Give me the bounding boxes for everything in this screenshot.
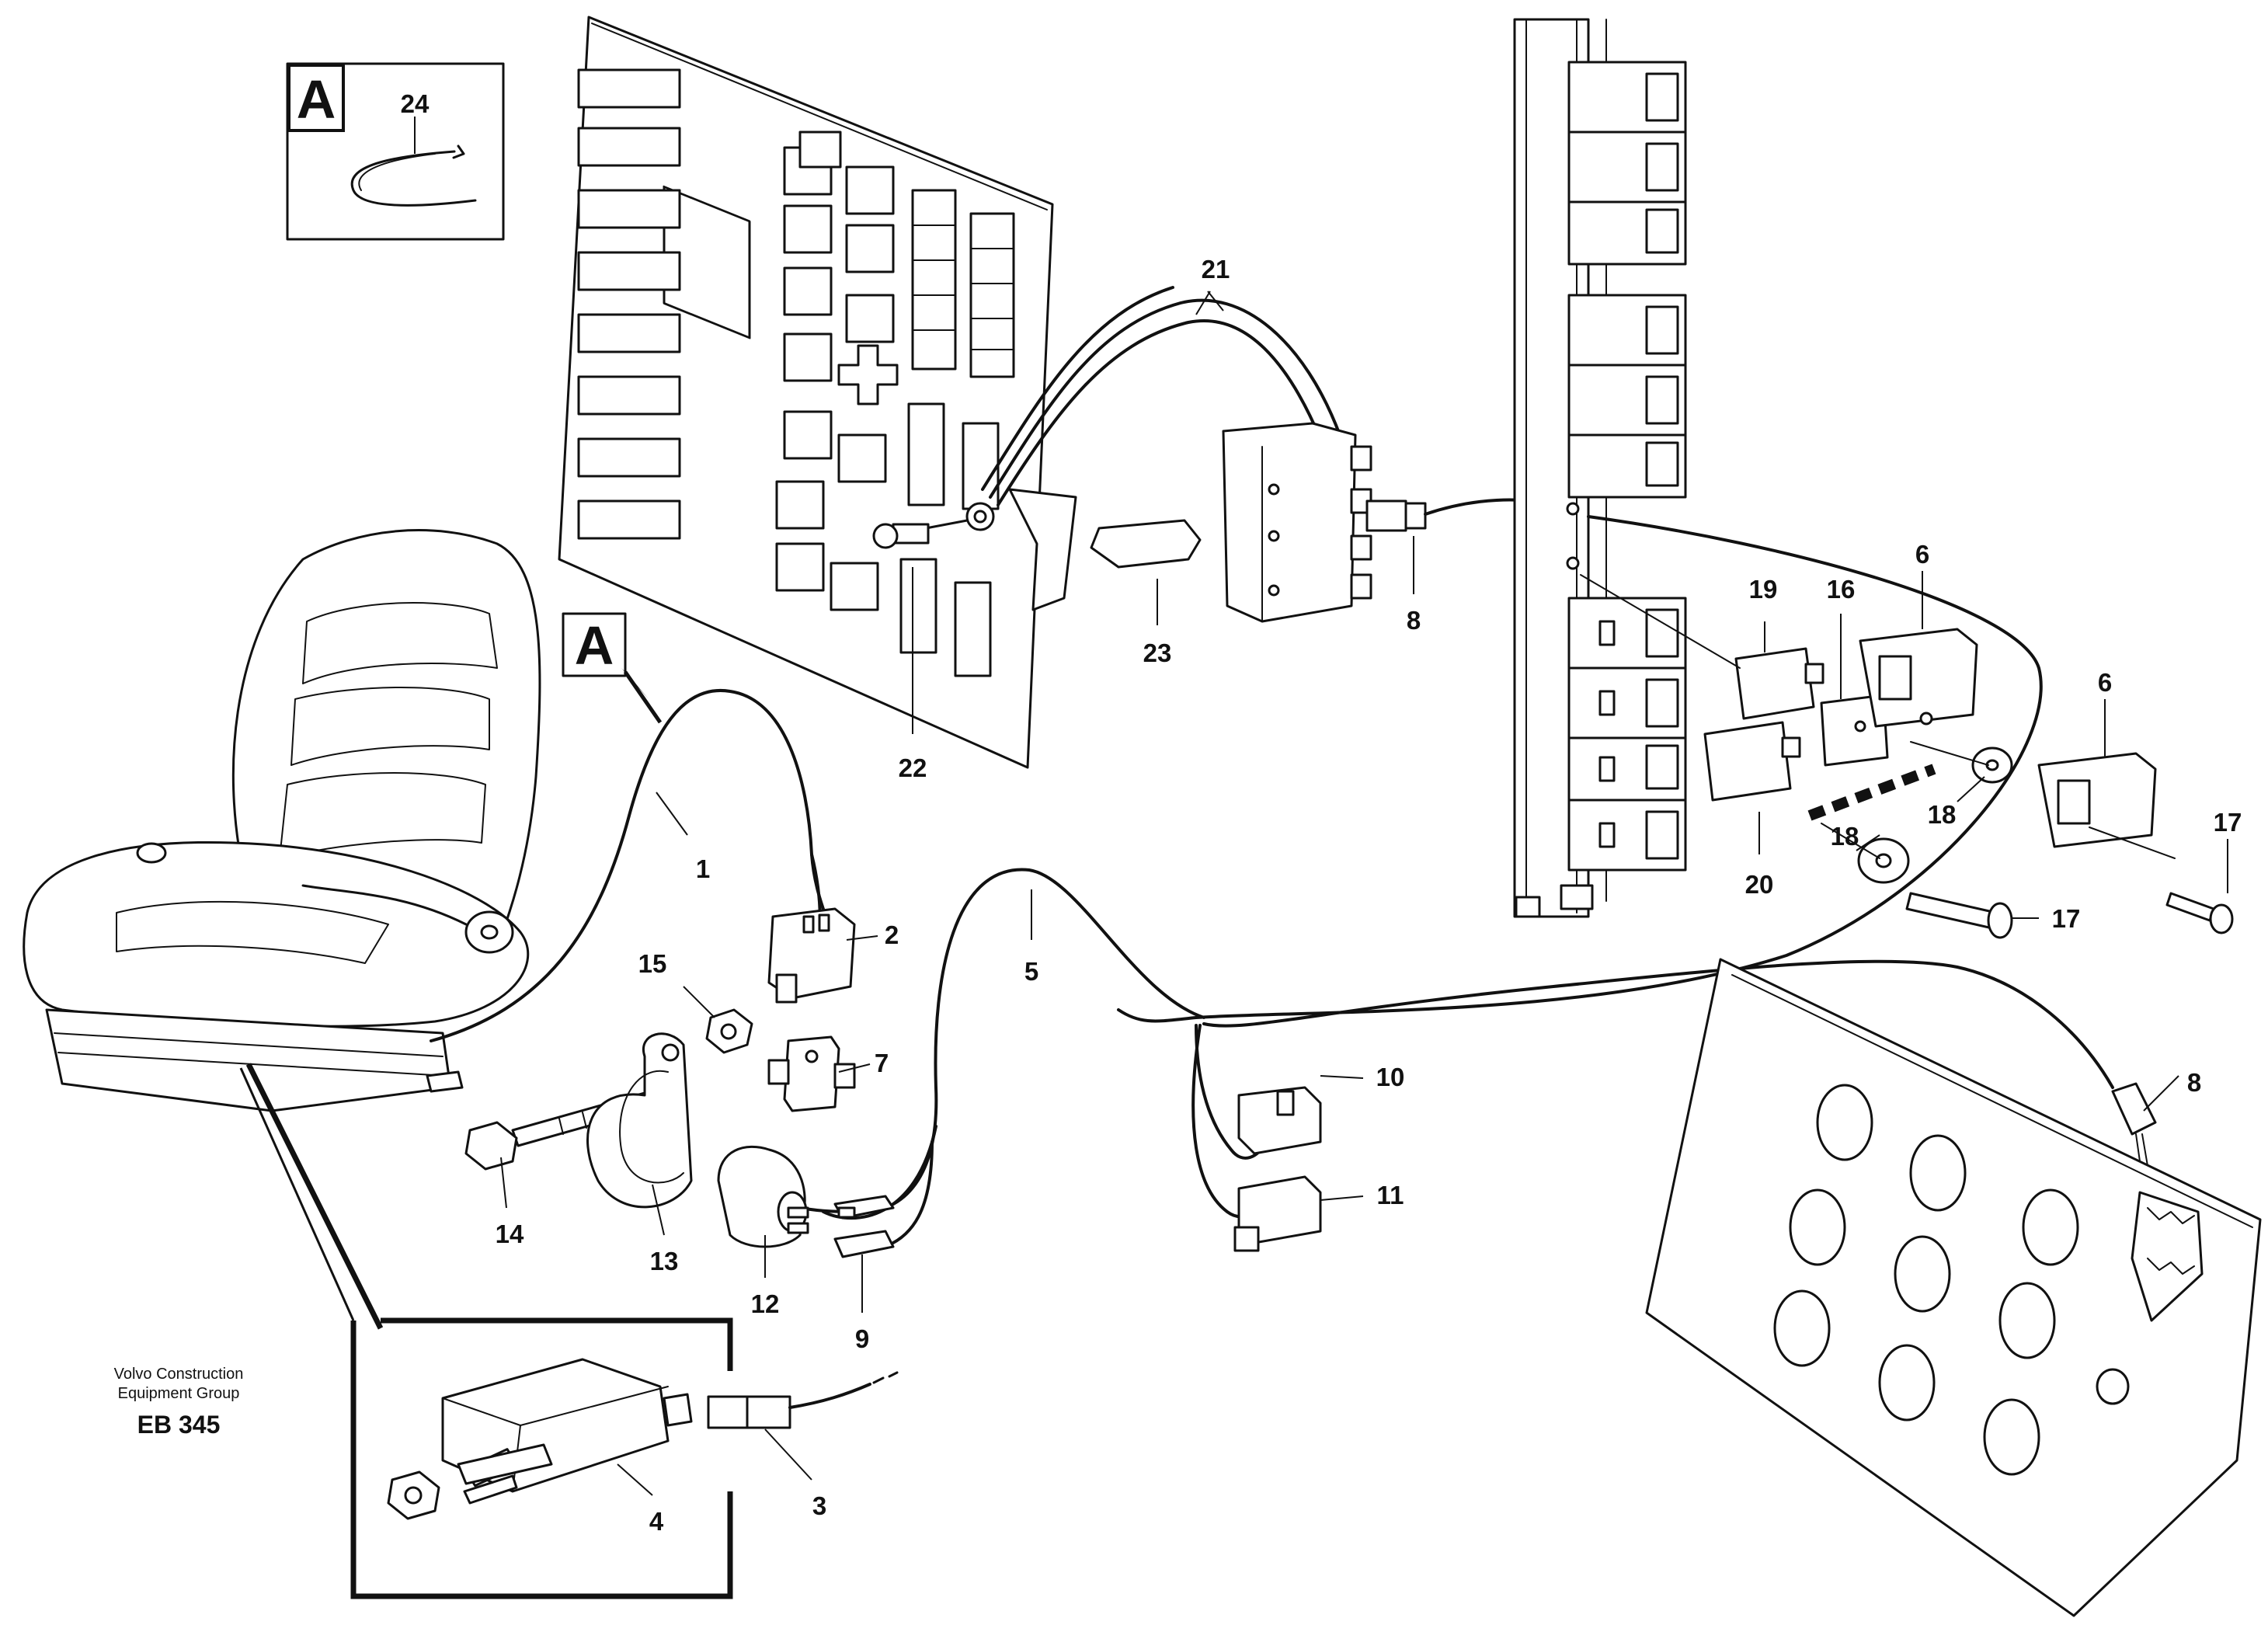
circuit-board	[558, 16, 1077, 769]
connector-7	[767, 1035, 856, 1112]
label-12: 12	[751, 1289, 780, 1318]
drawing-code: EB 345	[137, 1411, 221, 1439]
relay-grid	[663, 130, 895, 611]
connector-10	[1237, 1086, 1322, 1155]
cable-tie-24	[350, 150, 477, 207]
leader-lines	[500, 291, 2228, 1496]
connector-block-21	[1222, 422, 1372, 623]
nut-15	[705, 1008, 753, 1054]
clamp-13	[586, 1032, 693, 1209]
connector-cover-23	[1090, 519, 1202, 569]
fuse-strips	[899, 189, 1015, 677]
fuse-holder-6-a	[1859, 628, 1978, 728]
label-8-top: 8	[1407, 606, 1421, 635]
label-16: 16	[1827, 575, 1856, 604]
label-22: 22	[899, 753, 927, 782]
credit-line-2: Equipment Group	[118, 1385, 240, 1402]
label-18-b: 18	[1831, 822, 1859, 851]
label-15: 15	[638, 949, 667, 978]
label-1: 1	[696, 854, 710, 883]
screw-17-a	[1905, 892, 2013, 939]
callout-letter-a: A	[575, 615, 614, 676]
operator-seat	[23, 529, 541, 1112]
plug-3	[707, 1371, 899, 1429]
label-17-a: 17	[2052, 904, 2081, 933]
plate-16	[1820, 694, 1889, 767]
relay-20	[1703, 721, 1801, 802]
seat-switch-4	[441, 1358, 693, 1505]
label-4: 4	[649, 1507, 664, 1536]
instrument-panel	[1645, 958, 2262, 1617]
credit-block: Volvo Construction Equipment Group EB 34…	[114, 1366, 244, 1439]
screw-17-b	[2165, 892, 2234, 934]
label-3: 3	[812, 1491, 826, 1520]
label-21: 21	[1202, 255, 1230, 284]
detail-box-a: A 24	[286, 62, 505, 241]
washer-18-a	[1971, 746, 2013, 784]
callout-a: A	[562, 612, 663, 724]
fuse-column	[1513, 18, 1687, 918]
edge-connectors	[577, 68, 681, 540]
label-9: 9	[855, 1324, 869, 1353]
connector-2	[767, 907, 856, 1004]
label-6-b: 6	[2098, 668, 2112, 697]
label-24: 24	[401, 89, 430, 118]
sensor-12	[717, 1145, 809, 1248]
detail-letter-a: A	[297, 69, 336, 130]
label-2: 2	[885, 920, 899, 949]
nut-4	[387, 1470, 440, 1520]
label-7: 7	[875, 1049, 889, 1077]
harness-21	[981, 286, 1341, 506]
label-19: 19	[1749, 575, 1778, 604]
plug-8-top	[1365, 498, 1555, 532]
label-17-b: 17	[2214, 808, 2242, 837]
label-13: 13	[650, 1247, 679, 1275]
washer-18-b	[1857, 837, 1910, 884]
label-20: 20	[1745, 870, 1774, 899]
label-6-a: 6	[1915, 540, 1929, 569]
label-8-right: 8	[2187, 1068, 2201, 1097]
dashed-leader	[1807, 764, 1936, 821]
fuse-holder-6-b	[2037, 752, 2157, 848]
credit-line-1: Volvo Construction	[114, 1366, 244, 1383]
seat-switch-leader	[239, 1063, 733, 1599]
label-14: 14	[496, 1220, 524, 1248]
label-5: 5	[1024, 957, 1038, 986]
label-18-a: 18	[1928, 800, 1957, 829]
connector-11	[1233, 1175, 1322, 1252]
connector-9	[833, 1195, 895, 1258]
label-10: 10	[1376, 1063, 1405, 1091]
label-23: 23	[1143, 639, 1172, 667]
label-11: 11	[1377, 1181, 1404, 1209]
part-labels: 21 23 8 22 19 16 6 6 20 18 18 17 17 8 1 …	[496, 255, 2242, 1536]
relay-19	[1734, 647, 1824, 720]
